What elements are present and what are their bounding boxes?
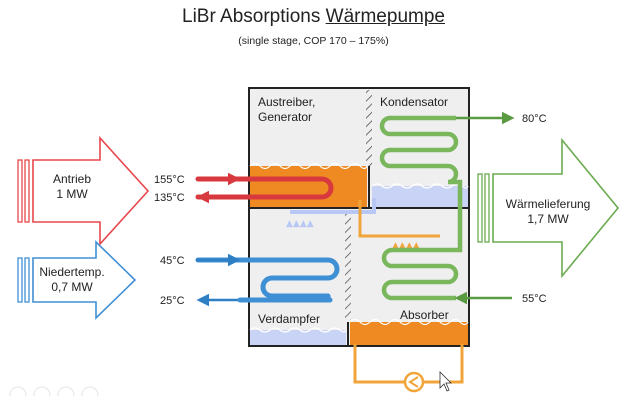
diagram-title: LiBr Absorptions Wärmepumpe: [0, 6, 627, 28]
temp-low-in: 45°C: [160, 255, 185, 267]
cursor-icon: [439, 371, 452, 392]
evaporator-coil: [195, 253, 340, 307]
evaporator-refrigerant: [250, 330, 346, 345]
evaporator-label: Verdampfer: [258, 312, 320, 326]
upper-partition: [366, 90, 372, 166]
svg-text:▲▲▲▲: ▲▲▲▲: [286, 219, 314, 229]
temp-heat-out: 80°C: [522, 113, 547, 125]
generator-label-2: Generator: [258, 110, 312, 124]
decorative-dots: [9, 386, 99, 396]
temp-drive-out: 135°C: [154, 192, 185, 204]
temp-low-out: 25°C: [160, 295, 185, 307]
pump-icon: [403, 371, 425, 393]
generator-solution: [250, 166, 367, 207]
heat-output-arrow: Wärmelieferung 1,7 MW: [477, 137, 620, 279]
heat-output-power: 1,7 MW: [527, 212, 569, 226]
lower-partition: [345, 210, 351, 320]
condenser-label: Kondensator: [380, 95, 448, 109]
low-temp-input-arrow: Niedertemp. 0,7 MW: [17, 240, 137, 320]
solution-line: ▲▲▲▲: [358, 200, 440, 251]
diagram-subtitle: (single stage, COP 170 – 175%): [238, 35, 389, 47]
drive-loop: [195, 172, 334, 204]
title-prefix: LiBr Absorptions: [182, 6, 326, 27]
title-underlined: Wärmepumpe: [325, 6, 445, 27]
generator-label-1: Austreiber,: [258, 95, 315, 109]
heat-coil: [379, 111, 515, 305]
drive-label: Antrieb: [53, 172, 91, 186]
absorber-solution: [350, 322, 468, 345]
temp-drive-in: 155°C: [154, 174, 185, 186]
heat-output-label: Wärmelieferung: [506, 197, 591, 211]
solution-pump-circuit: [353, 344, 464, 393]
refrigerant-line: ▲▲▲▲: [286, 198, 376, 229]
drive-power: 1 MW: [56, 187, 88, 201]
low-temp-power: 0,7 MW: [51, 280, 93, 294]
drive-input-arrow: Antrieb 1 MW: [17, 135, 150, 247]
condensate: [372, 186, 468, 207]
temp-heat-in: 55°C: [522, 293, 547, 305]
low-temp-label: Niedertemp.: [39, 265, 104, 279]
svg-text:▲▲▲▲: ▲▲▲▲: [392, 241, 420, 251]
absorber-label: Absorber: [400, 308, 449, 322]
